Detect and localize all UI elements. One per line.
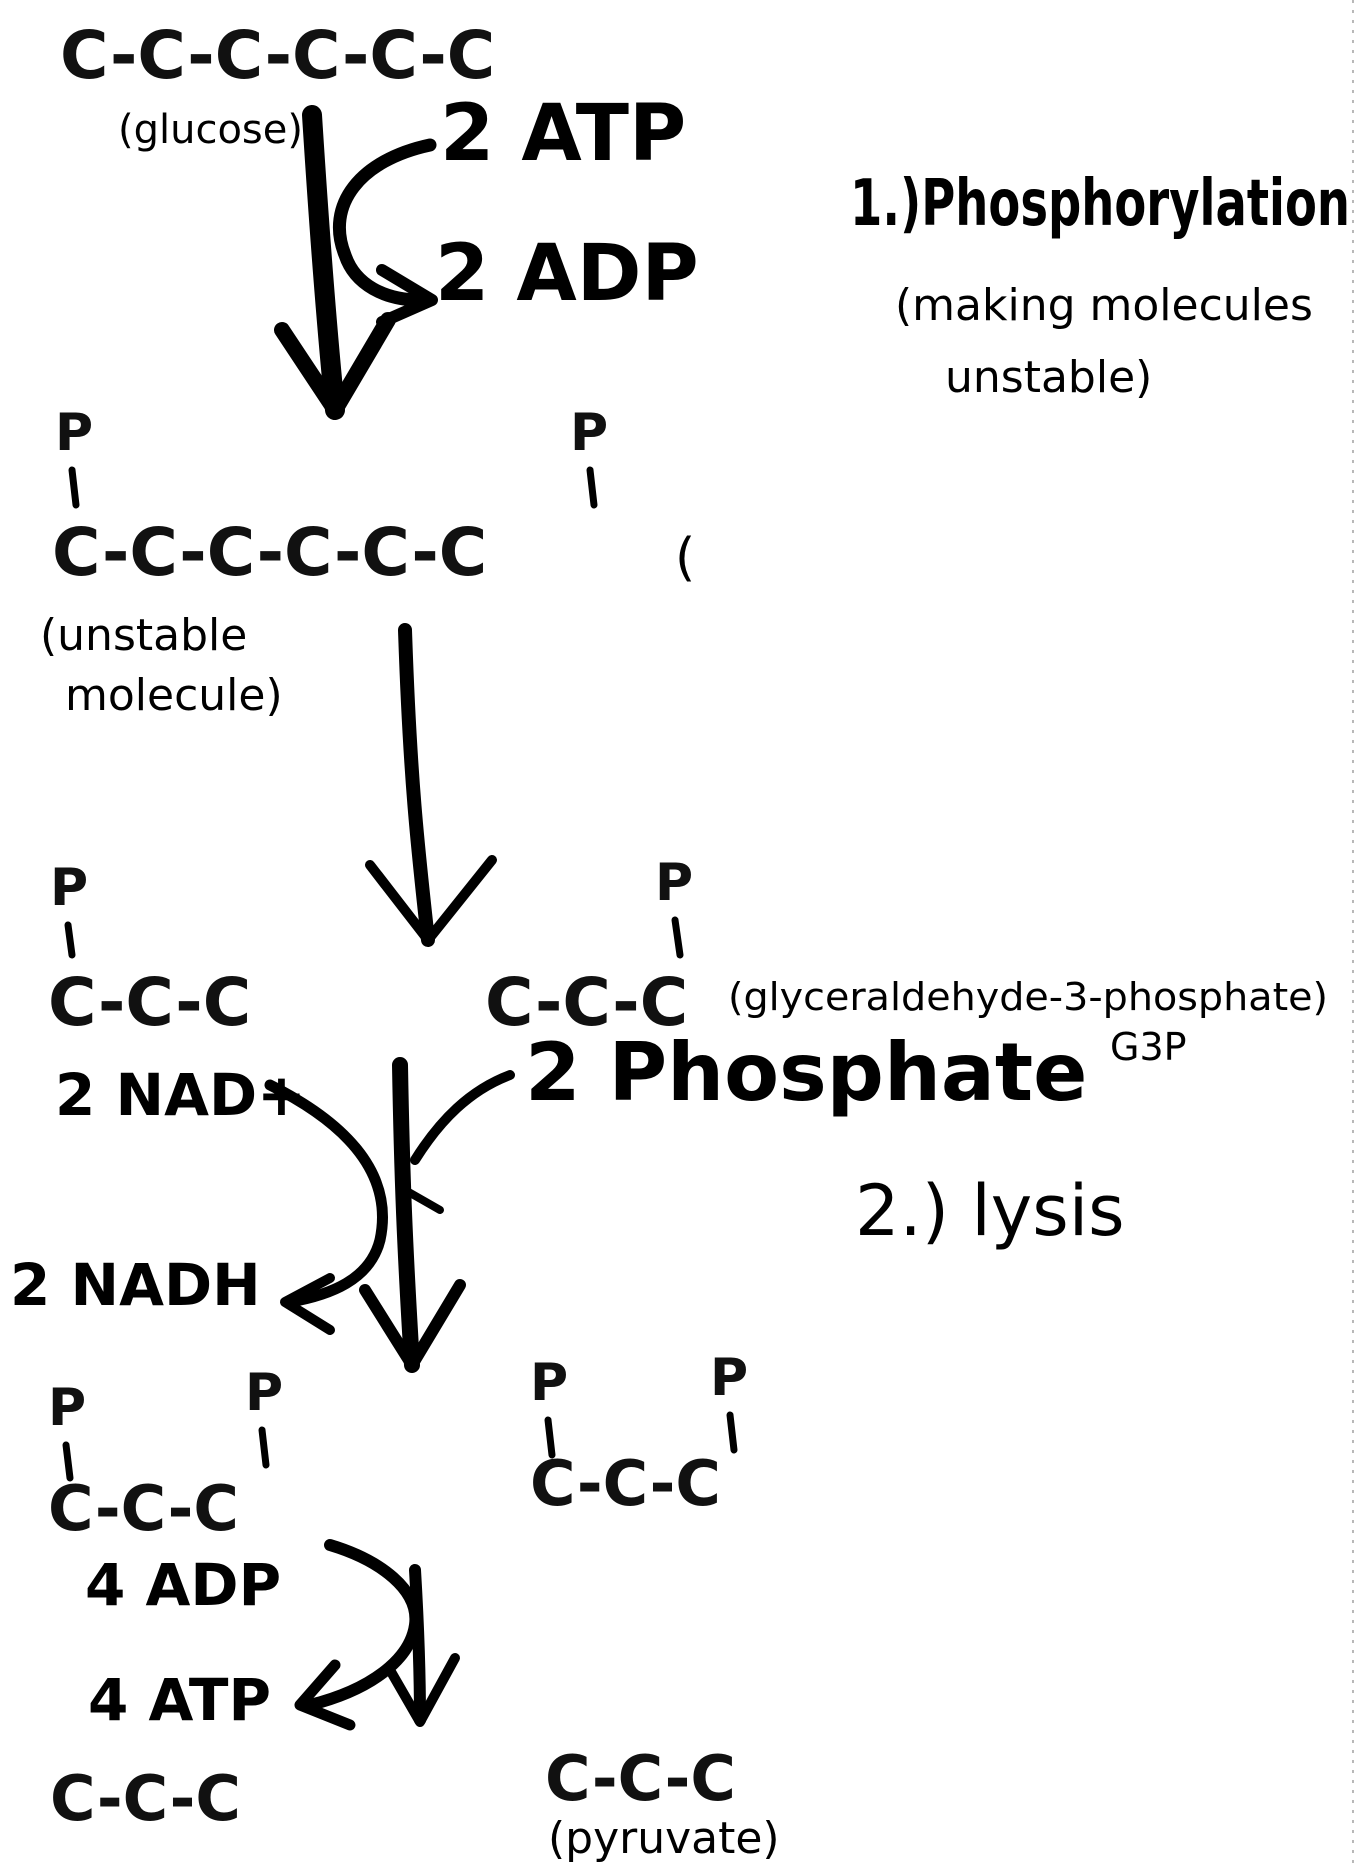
step1-input-atp: 2 ATP	[440, 89, 686, 179]
unstable-bond-left	[68, 466, 80, 509]
bis-left-bond2	[258, 1426, 270, 1469]
bis-left-p1: P	[48, 1378, 86, 1438]
glucose-chain: C-C-C-C-C-C	[60, 17, 495, 94]
g3p-left-chain: C-C-C	[48, 964, 251, 1041]
unstable-label-line1: (unstable	[40, 610, 247, 661]
step1-side-arrow	[333, 138, 438, 328]
step2-nadh-output: 2 NADH	[10, 1251, 261, 1319]
bis-left-chain: C-C-C	[48, 1472, 239, 1545]
step3-input-adp: 4 ADP	[85, 1551, 281, 1619]
unstable-bond-right	[586, 466, 598, 509]
unstable-chain: C-C-C-C-C-C	[52, 514, 487, 591]
step2-heading: 2.) lysis	[855, 1170, 1125, 1252]
bis-left-bond1	[62, 1441, 74, 1482]
g3p-right-bond	[671, 916, 684, 959]
bis-right-bond1	[544, 1416, 556, 1459]
g3p-right-chain: C-C-C	[485, 964, 688, 1041]
pyruvate-right-chain: C-C-C	[545, 1742, 736, 1815]
step2-phosphate-input: 2 Phosphate	[525, 1026, 1087, 1119]
unstable-p-right: P	[570, 403, 608, 463]
step2-nad-arrow	[264, 1079, 388, 1335]
step1-output-adp: 2 ADP	[435, 229, 699, 319]
step2-phosphate-arrow	[401, 1070, 515, 1214]
glucose-label: (glucose)	[118, 107, 303, 153]
step3-side-arrow	[294, 1539, 422, 1731]
unstable-label-line2: molecule)	[65, 670, 283, 721]
step2-nad-input: 2 NAD+	[55, 1061, 306, 1129]
step1-note-line2: unstable)	[945, 352, 1152, 403]
unstable-paren: (	[675, 528, 695, 588]
bis-right-p2: P	[710, 1348, 748, 1408]
bis-right-p1: P	[530, 1353, 568, 1413]
g3p-right-p: P	[655, 853, 693, 913]
step2-main-arrow	[359, 1057, 466, 1373]
bis-left-p2: P	[245, 1363, 283, 1423]
pyruvate-left-chain: C-C-C	[50, 1762, 241, 1835]
bis-right-bond2	[726, 1411, 738, 1454]
step3-output-atp: 4 ATP	[88, 1666, 271, 1734]
bis-right-chain: C-C-C	[530, 1447, 721, 1520]
step1-main-arrow	[274, 105, 396, 420]
g3p-left-p: P	[50, 858, 88, 918]
cleavage-arrow	[365, 623, 497, 947]
step1-heading: 1.)Phosphorylation	[850, 167, 1350, 241]
unstable-p-left: P	[55, 403, 93, 463]
g3p-label-line2: G3P	[1110, 1025, 1187, 1069]
step3-main-arrow	[385, 1564, 460, 1727]
pyruvate-label: (pyruvate)	[548, 1813, 780, 1864]
g3p-left-bond	[64, 921, 76, 959]
g3p-label-line1: (glyceraldehyde-3-phosphate)	[728, 975, 1328, 1019]
step1-note-line1: (making molecules	[895, 280, 1313, 331]
